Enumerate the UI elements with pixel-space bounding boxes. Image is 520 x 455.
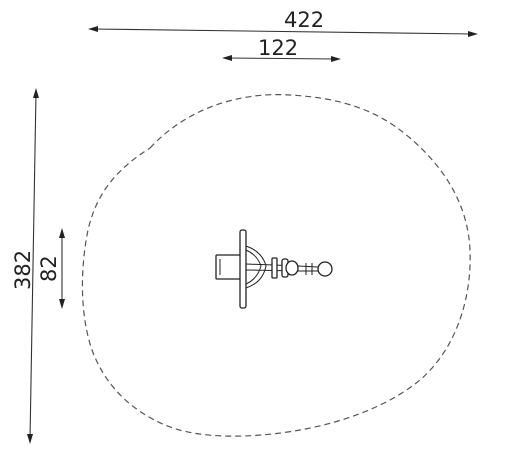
overall-depth-label: 382 xyxy=(11,250,35,290)
equipment-width-dimension: 122 xyxy=(222,36,341,62)
overall-width-dimension: 422 xyxy=(88,8,478,37)
equipment-depth-dimension: 82 xyxy=(37,228,65,309)
equipment-width-label: 122 xyxy=(258,36,298,60)
overall-width-label: 422 xyxy=(284,8,324,32)
equipment-depth-label: 82 xyxy=(37,255,61,282)
safety-zone-outline xyxy=(81,93,471,437)
overall-depth-dimension: 382 xyxy=(11,88,39,444)
spring-rider-equipment xyxy=(215,229,333,309)
